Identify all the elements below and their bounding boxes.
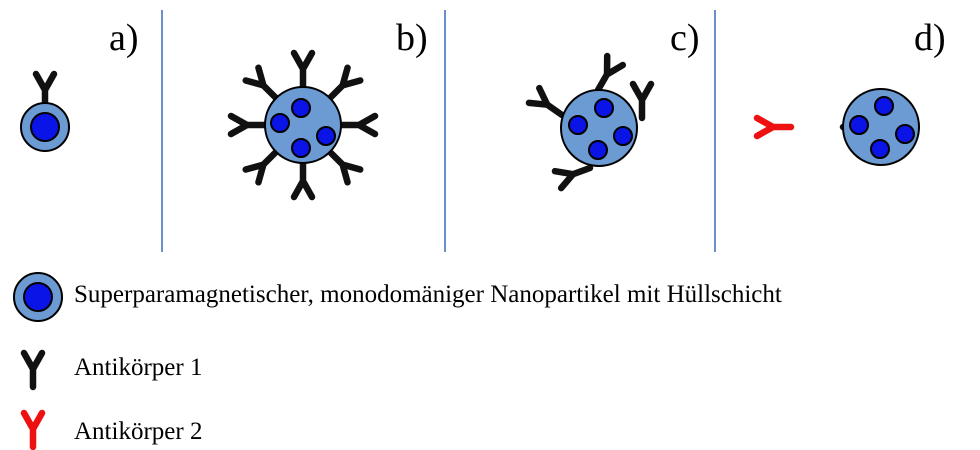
legend-nanoparticle-icon xyxy=(13,272,63,322)
panel-b-nanoparticle xyxy=(264,86,342,164)
panel-label-b: b) xyxy=(396,17,428,59)
panel-label-c: c) xyxy=(670,17,700,59)
panel-d-nanoparticle xyxy=(842,88,920,166)
legend-antibody1-label: Antikörper 1 xyxy=(74,354,203,381)
panel-a-nanoparticle xyxy=(20,102,70,152)
panel-label-a: a) xyxy=(109,17,139,59)
legend-antibody2-label: Antikörper 2 xyxy=(74,418,203,445)
legend-antibody1-icon xyxy=(24,353,42,387)
panel-label-d: d) xyxy=(914,17,946,59)
divider-bc xyxy=(444,10,446,252)
panel-c-nanoparticle xyxy=(560,89,638,167)
legend-antibody2-icon xyxy=(24,413,42,447)
divider-ab xyxy=(161,10,163,252)
legend-nanoparticle-label: Superparamagnetischer, monodomäniger Nan… xyxy=(74,281,782,308)
panel-d-antibody-2 xyxy=(757,118,791,136)
divider-cd xyxy=(714,10,716,252)
